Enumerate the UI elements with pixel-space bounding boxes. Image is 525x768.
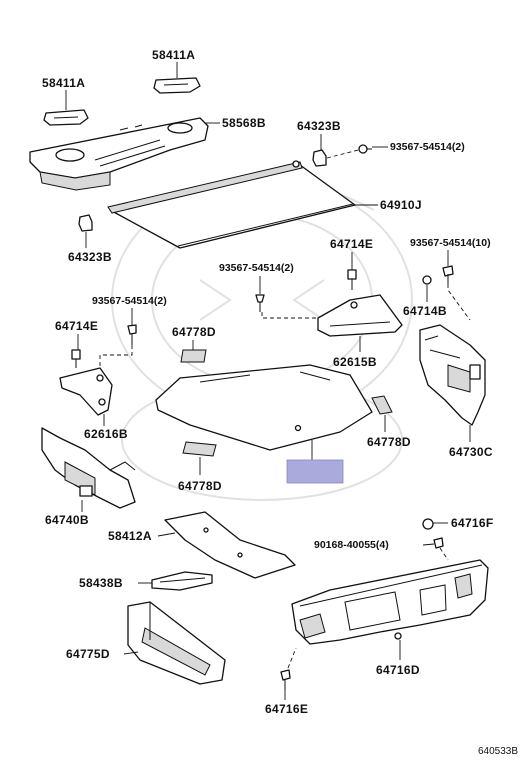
part-64323b-top-clip[interactable] (312, 149, 327, 167)
part-64716d-rear-trim[interactable] (291, 559, 489, 645)
label-58412a: 58412A (108, 529, 152, 543)
part-64714e-left[interactable] (71, 349, 81, 368)
label-93567-54514-2-mid: 93567-54514(2) (219, 262, 294, 274)
part-64775d-storage-box[interactable] (127, 601, 226, 685)
part-58411a-top[interactable] (153, 77, 201, 94)
label-64323b-bottom: 64323B (68, 250, 112, 264)
label-58568b: 58568B (222, 116, 266, 130)
screw-90168-40055[interactable] (433, 537, 444, 549)
part-64910j-tonneau-cover[interactable] (107, 160, 356, 249)
part-62616b-bracket[interactable] (59, 367, 113, 416)
label-64740b: 64740B (45, 513, 89, 527)
label-64716d: 64716D (376, 663, 420, 677)
part-64716f-clip[interactable] (422, 518, 434, 530)
label-64778d-right: 64778D (367, 435, 411, 449)
screw-93567-left[interactable] (127, 324, 137, 345)
label-64323b-top: 64323B (297, 119, 341, 133)
part-64323b-bottom-clip[interactable] (78, 214, 93, 232)
part-64714b-clip[interactable] (422, 275, 432, 285)
label-64716e: 64716E (265, 702, 308, 716)
part-64740b-side-trim-left[interactable] (41, 427, 136, 509)
part-58412a-floor-board[interactable] (164, 511, 296, 579)
label-58438b: 58438B (79, 576, 123, 590)
label-64778d-bottom: 64778D (178, 479, 222, 493)
label-64716f: 64716F (451, 516, 494, 530)
screw-93567-top[interactable] (358, 144, 372, 154)
screw-93567-mid[interactable] (255, 294, 265, 312)
label-64714e-left: 64714E (55, 319, 98, 333)
screw-93567-10[interactable] (442, 265, 454, 284)
label-58411a-top: 58411A (152, 48, 195, 62)
part-64730c-side-trim-right[interactable] (419, 324, 486, 426)
label-58411a-left: 58411A (42, 76, 85, 90)
label-93567-54514-2-top: 93567-54514(2) (390, 141, 465, 153)
part-58438b-cover[interactable] (151, 571, 213, 591)
part-62615b-bracket[interactable] (317, 294, 403, 337)
label-93567-54514-10: 93567-54514(10) (410, 237, 491, 249)
label-62615b: 62615B (333, 355, 377, 369)
highlighted-callout[interactable] (286, 459, 344, 484)
part-58568b-package-tray[interactable] (29, 117, 209, 191)
label-62616b: 62616B (84, 427, 128, 441)
label-64730c: 64730C (449, 445, 493, 459)
part-64778d-right[interactable] (371, 395, 393, 415)
part-64778d-top[interactable] (180, 349, 207, 363)
label-93567-54514-2-left: 93567-54514(2) (92, 295, 167, 307)
part-64714e-right[interactable] (347, 269, 357, 290)
label-64714e-right: 64714E (330, 237, 373, 251)
label-90168-40055: 90168-40055(4) (314, 539, 389, 551)
part-64778d-bottom[interactable] (182, 441, 217, 457)
part-trunk-mat[interactable] (155, 364, 373, 451)
part-64716e-clip[interactable] (280, 669, 291, 690)
label-64910j: 64910J (380, 198, 422, 212)
diagram-reference-code: 640533B (478, 746, 518, 757)
part-58411a-left[interactable] (43, 109, 89, 126)
label-64714b: 64714B (403, 304, 447, 318)
label-64778d-top: 64778D (172, 325, 216, 339)
label-64775d: 64775D (66, 647, 110, 661)
